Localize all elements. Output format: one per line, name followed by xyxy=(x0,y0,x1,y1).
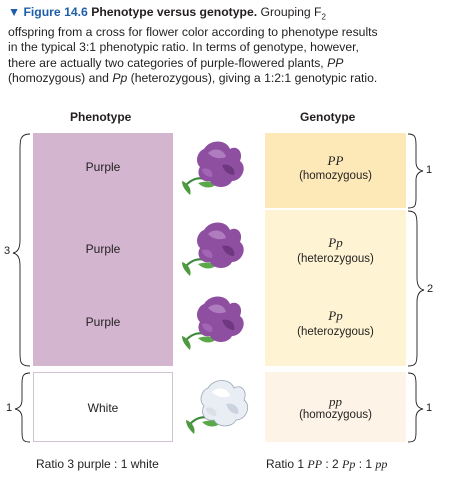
purple-phenotype-box: Purple Purple Purple xyxy=(33,133,173,366)
zygosity-label-4: (homozygous) xyxy=(299,409,372,421)
caption-genotype-PP: PP xyxy=(327,55,344,70)
zygosity-label-2: (heterozygous) xyxy=(297,253,374,265)
phenotype-label-4: White xyxy=(87,401,119,415)
zygosity-label-3: (heterozygous) xyxy=(297,326,374,338)
caption-line-5: (homozygous) and Pp (heterozygous), givi… xyxy=(8,71,448,86)
phenotype-label-2: Purple xyxy=(85,242,121,256)
figure-label: ▼ Figure 14.6 xyxy=(8,5,88,19)
genotype-symbol-3: Pp xyxy=(328,308,343,323)
left-brace-white xyxy=(14,372,31,443)
genotypic-ratio-pp: pp xyxy=(375,457,388,471)
genotype-symbol-4: pp xyxy=(329,394,342,409)
phenotype-label-3: Purple xyxy=(85,315,121,329)
white-phenotype-box: White xyxy=(33,372,173,442)
genotype-symbol-1: PP xyxy=(327,153,344,168)
phenotype-header: Phenotype xyxy=(70,110,132,124)
count-white: 1 xyxy=(6,402,13,414)
caption-line-4: there are actually two categories of pur… xyxy=(8,56,448,71)
genotype-box-Pp: Pp (heterozygous) Pp (heterozygous) xyxy=(265,210,406,366)
genotypic-ratio-part-c: : 2 xyxy=(322,457,343,471)
genotype-box-pp: pp (homozygous) xyxy=(265,372,406,442)
figure-caption: ▼ Figure 14.6 Phenotype versus genotype.… xyxy=(8,5,448,86)
count-Pp: 2 xyxy=(427,283,434,295)
genotype-box-PP: PP (homozygous) xyxy=(265,133,406,208)
count-purple: 3 xyxy=(4,245,11,257)
count-PP: 1 xyxy=(426,164,433,176)
right-brace-PP xyxy=(407,133,424,209)
genotypic-ratio-Pp: Pp xyxy=(342,457,356,471)
genotypic-ratio-part-a: Ratio 1 xyxy=(266,457,308,471)
purple-flower-icon xyxy=(182,222,244,276)
caption-line-1: ▼ Figure 14.6 Phenotype versus genotype.… xyxy=(8,5,448,25)
left-brace-purple xyxy=(12,133,31,367)
phenotypic-ratio: Ratio 3 purple : 1 white xyxy=(36,457,159,471)
genotype-header: Genotype xyxy=(300,110,356,124)
right-brace-Pp xyxy=(407,210,425,367)
genotypic-ratio: Ratio 1 PP : 2 Pp : 1 pp xyxy=(266,457,387,472)
genotypic-ratio-part-e: : 1 xyxy=(355,457,376,471)
caption-text-5a: (homozygous) and xyxy=(8,71,113,86)
purple-flower-icon xyxy=(182,296,244,350)
caption-text-4: there are actually two categories of pur… xyxy=(8,55,328,70)
purple-flower-icon xyxy=(182,141,244,195)
figure-title: Phenotype versus genotype. xyxy=(91,5,258,19)
caption-text-1: Grouping F xyxy=(257,5,322,19)
caption-subscript: 2 xyxy=(321,12,326,22)
right-brace-pp xyxy=(407,372,424,443)
caption-line-2: offspring from a cross for flower color … xyxy=(8,24,378,39)
caption-text-5b: (heterozygous), giving a 1:2:1 genotypic… xyxy=(127,71,378,86)
genotype-symbol-2: Pp xyxy=(328,235,343,250)
caption-line-3: in the typical 3:1 phenotypic ratio. In … xyxy=(8,40,359,55)
white-flower-icon xyxy=(186,380,249,434)
caption-genotype-Pp: Pp xyxy=(112,71,128,86)
phenotype-label-1: Purple xyxy=(85,160,121,174)
zygosity-label-1: (homozygous) xyxy=(299,170,372,182)
count-pp: 1 xyxy=(426,402,433,414)
genotypic-ratio-PP: PP xyxy=(307,457,323,471)
